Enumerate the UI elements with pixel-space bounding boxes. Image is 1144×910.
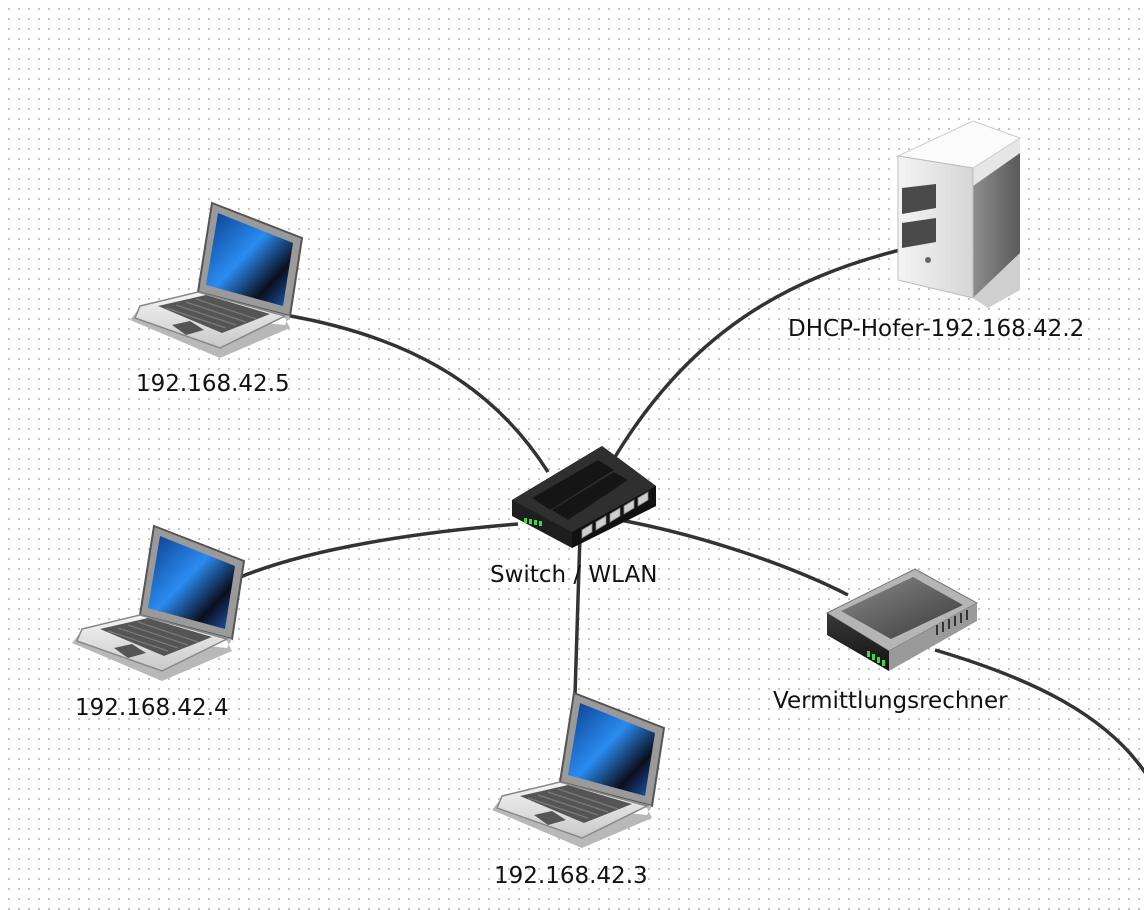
wire-switch-router [619,518,849,597]
router-icon[interactable] [823,565,981,677]
switch-label: Switch / WLAN [490,562,658,588]
laptop-3-label: 192.168.42.3 [494,863,648,889]
wire-router-offscreen [934,648,1144,775]
network-switch-icon[interactable] [510,444,660,552]
wire-switch-laptop-4 [237,522,519,580]
laptop-icon[interactable] [492,690,667,850]
wire-switch-laptop-5 [284,313,550,473]
laptop-4-label: 192.168.42.4 [75,695,229,721]
laptop-icon[interactable] [72,523,247,683]
server-icon[interactable] [888,118,1028,308]
router-label: Vermittlungsrechner [773,688,1008,714]
laptop-5-label: 192.168.42.5 [136,371,290,397]
wire-switch-laptop-3 [573,534,582,696]
laptop-icon[interactable] [130,200,305,360]
wire-switch-server [610,248,901,463]
server-label: DHCP-Hofer-192.168.42.2 [788,316,1085,342]
